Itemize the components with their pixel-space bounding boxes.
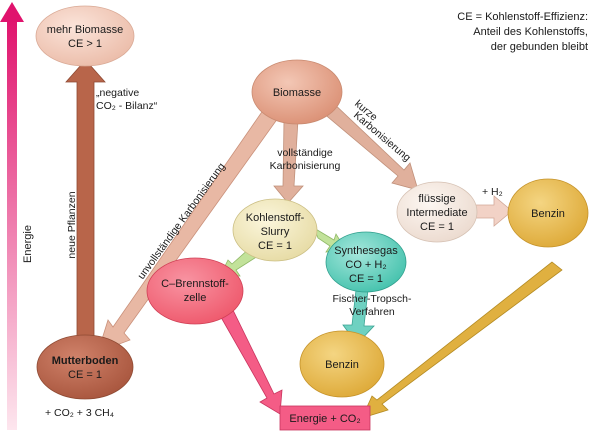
arrow-plus-h2 [475,195,513,227]
intermediate-ce: CE = 1 [420,221,454,233]
node-benzin-right: Benzin [507,178,589,248]
arrow-vollstaendige-karbonisierung [273,119,304,204]
energy-axis-label: Energie [22,225,34,263]
label-negative-bilanz-2: CO₂ - Bilanz“ [96,100,158,112]
label-fischer-2: Verfahren [349,306,395,318]
label-plus-h2: + H₂ [482,186,503,198]
mutterboden-label: Mutterboden [52,355,119,367]
node-c-brennstoffzelle: C–Brennstoff- zelle [146,257,244,325]
arrow-kurze-karbonisierung [321,99,419,191]
note-line-3: der gebunden bleibt [491,41,588,53]
label-vollstaendige-2: Karbonisierung [270,160,341,172]
benzin-right-label: Benzin [531,208,565,220]
slurry-label-2: Slurry [261,226,290,238]
label-fischer-1: Fischer-Tropsch- [333,293,412,305]
intermediate-label-1: flüssige [418,193,455,205]
node-kohlenstoff-slurry: Kohlenstoff- Slurry CE = 1 [232,198,318,262]
label-vollstaendige-1: vollständige [277,147,333,159]
arrow-fischer-tropsch [342,289,375,345]
energy-axis-bar [7,18,17,430]
note-line-1: CE = Kohlenstoff-Effizienz: [457,11,588,23]
biomasse-label: Biomasse [273,87,321,99]
energy-axis-arrowhead [0,2,24,22]
slurry-ce: CE = 1 [258,240,292,252]
label-soil-emissions: + CO₂ + 3 CH₄ [45,407,114,419]
label-neue-pflanzen: neue Pflanzen [66,191,78,258]
node-energie-co2: Energie + CO₂ [279,405,371,431]
note-line-2: Anteil des Kohlenstoffs, [473,26,588,38]
node-mutterboden: Mutterboden CE = 1 [36,334,134,400]
arrow-benzin-to-energy [361,261,563,419]
synthesegas-formula: CO + H₂ [345,259,386,271]
intermediate-label-2: Intermediate [406,207,467,219]
arrow-neue-pflanzen [65,59,106,346]
slurry-label-1: Kohlenstoff- [246,212,305,224]
mehr-biomasse-ce: CE > 1 [68,38,102,50]
mehr-biomasse-label: mehr Biomasse [47,24,123,36]
node-mehr-biomasse: mehr Biomasse CE > 1 [35,5,135,67]
energy-axis: Energie [0,2,34,430]
arrow-fuelcell-to-energy [217,303,283,415]
ce-definition-note: CE = Kohlenstoff-Effizienz: Anteil des K… [457,11,588,53]
benzin-bottom-label: Benzin [325,359,359,371]
synthesegas-ce: CE = 1 [349,273,383,285]
mutterboden-ce: CE = 1 [68,369,102,381]
synthesegas-label: Synthesegas [334,245,398,257]
node-benzin-bottom: Benzin [299,330,385,398]
label-negative-bilanz-1: „negative [96,87,139,99]
node-fluessige-intermediate: flüssige Intermediate CE = 1 [396,181,478,243]
node-biomasse: Biomasse [251,59,343,125]
brennstoffzelle-label-1: C–Brennstoff- [161,278,229,290]
brennstoffzelle-label-2: zelle [184,292,207,304]
node-synthesegas: Synthesegas CO + H₂ CE = 1 [325,231,407,293]
energie-co2-label: Energie + CO₂ [289,413,360,425]
